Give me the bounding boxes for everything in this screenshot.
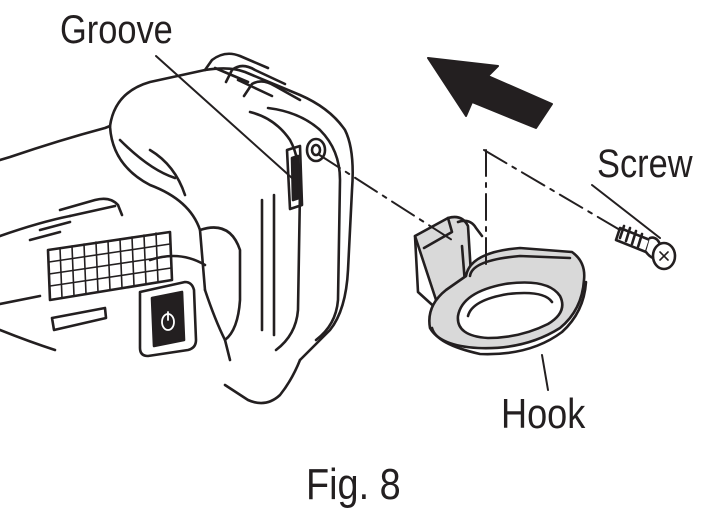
cross-slot-icon <box>659 251 669 261</box>
lower-slot <box>50 306 108 332</box>
hook-part <box>413 215 588 356</box>
groove-label: Groove <box>60 8 173 52</box>
power-switch <box>138 280 198 358</box>
figure-caption: Fig. 8 <box>306 460 401 509</box>
assembly-lines <box>317 149 621 265</box>
hook-label: Hook <box>501 390 586 437</box>
screw-label: Screw <box>597 142 693 186</box>
leader-lines <box>155 55 661 391</box>
screw-part <box>614 224 677 271</box>
vent-grille <box>46 230 174 302</box>
tool-body <box>0 52 354 405</box>
direction-arrow <box>427 57 553 129</box>
